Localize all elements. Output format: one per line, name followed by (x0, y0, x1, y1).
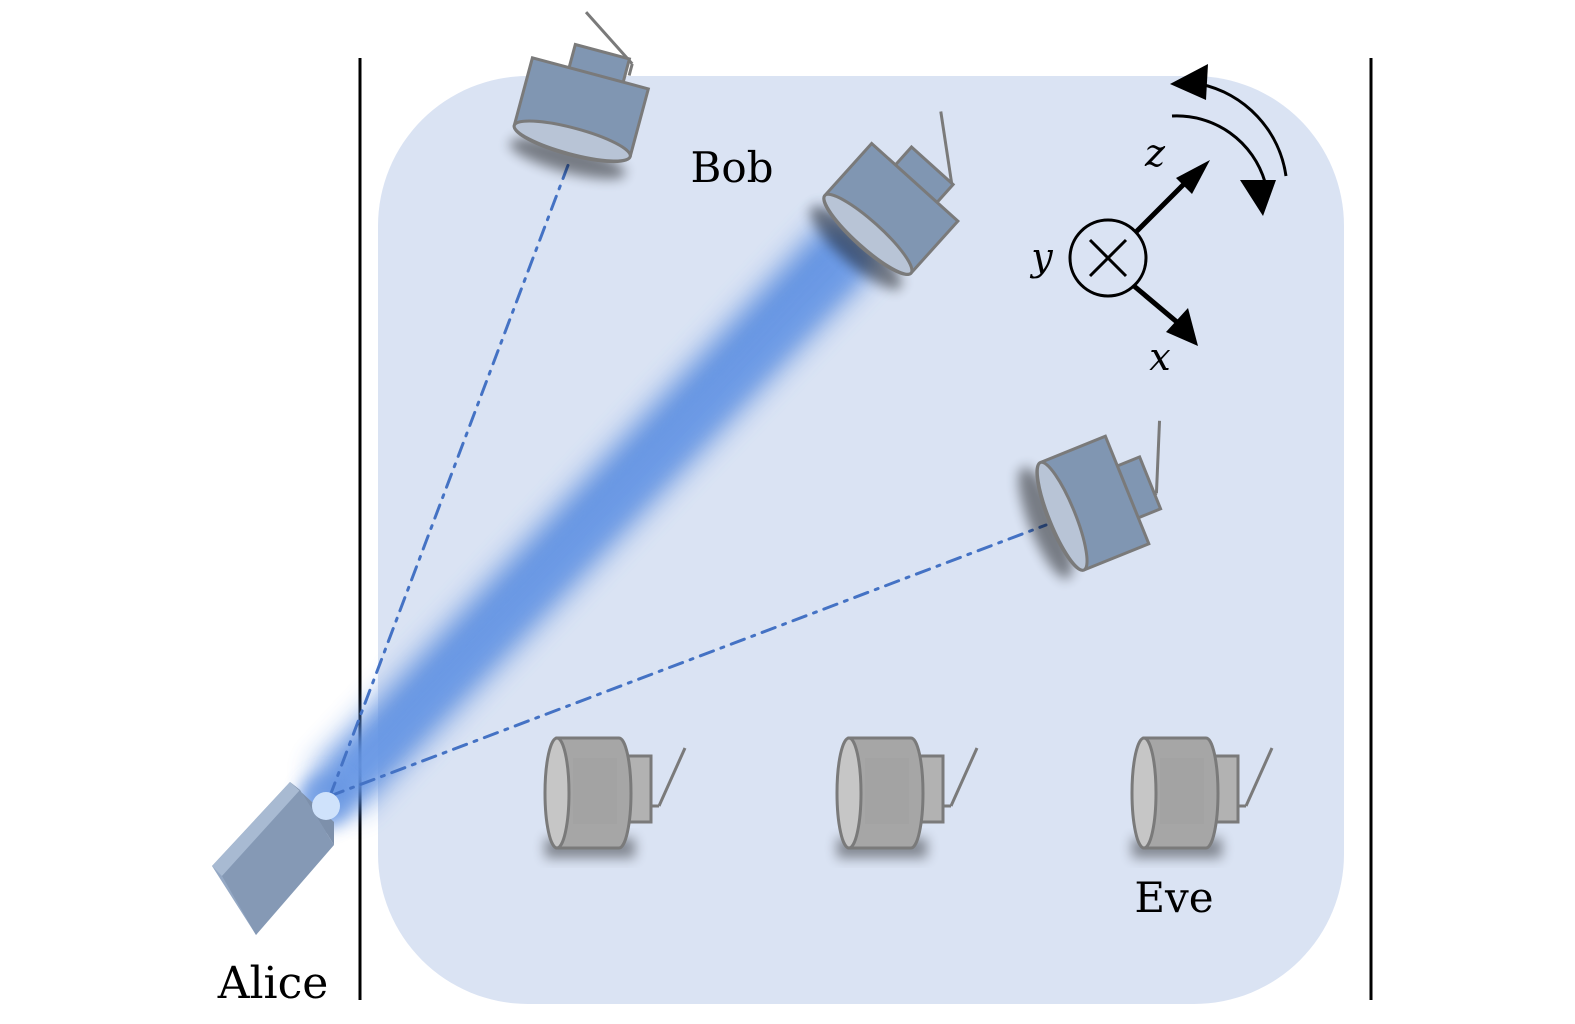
bob-detector-top (509, 11, 651, 179)
alice-label: Alice (217, 958, 329, 1009)
alice-aperture (312, 792, 340, 820)
z-axis-arrow (1134, 174, 1194, 234)
coordinate-axes (1068, 160, 1210, 346)
dash-line-to-right-bob (328, 523, 1048, 798)
y-axis-label: y (1029, 235, 1053, 279)
z-axis-label: z (1144, 131, 1166, 175)
alice-device (212, 782, 340, 935)
x-axis-arrow (1132, 284, 1186, 330)
eve-detector-2 (835, 736, 979, 858)
eve-detector-3 (1130, 736, 1274, 858)
dash-line-to-top-bob (328, 158, 572, 798)
bob-detector-right (1018, 420, 1163, 579)
y-axis-into-page-icon (1068, 218, 1148, 298)
eve-label: Eve (1134, 873, 1213, 922)
eve-detector-1 (543, 736, 687, 858)
bob-label: Bob (690, 143, 773, 192)
x-axis-label: x (1149, 335, 1170, 379)
bob-detector-main (810, 111, 960, 290)
rotation-arrows-icon (1170, 64, 1288, 216)
